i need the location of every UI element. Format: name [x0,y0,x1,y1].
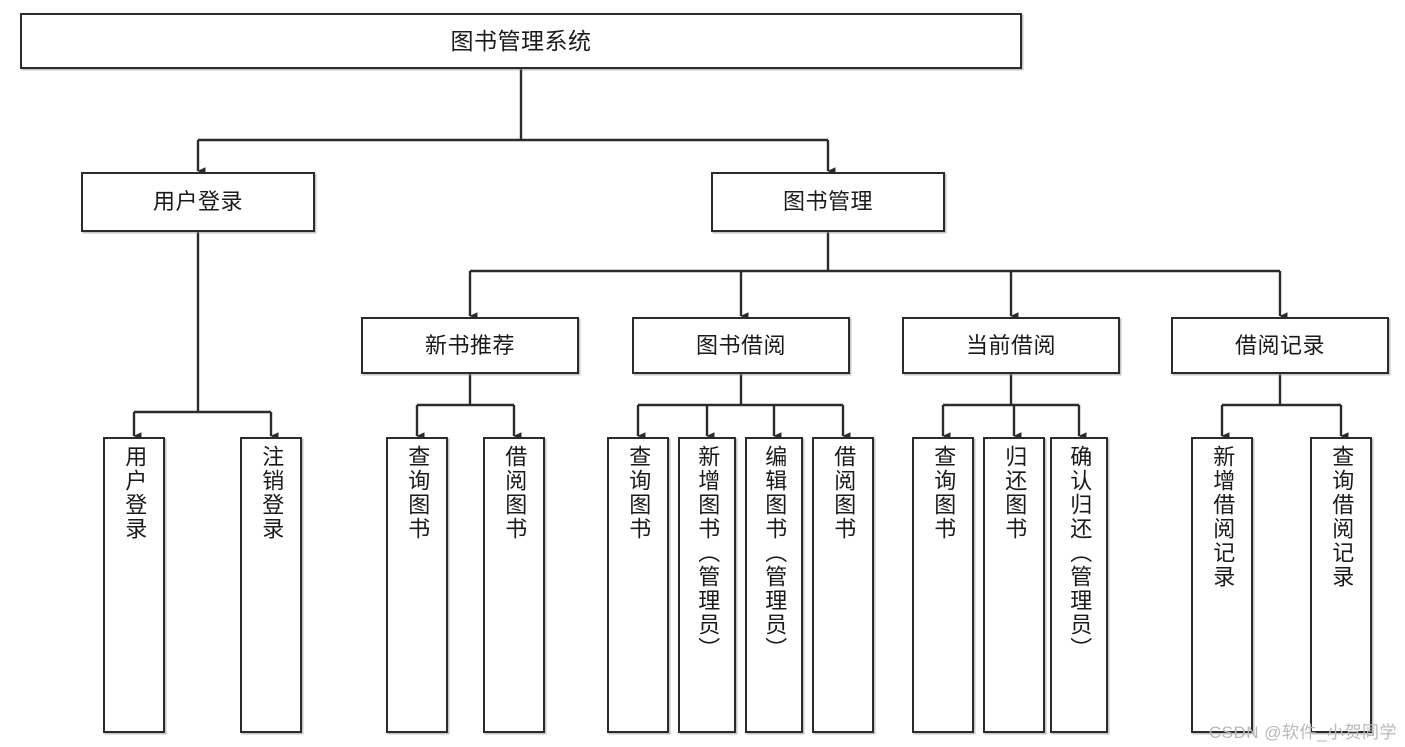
node-book-management[interactable]: 图书管理 [711,172,945,232]
leaf-query-book-borrow[interactable]: 查询图书 [607,437,669,733]
leaf-logout[interactable]: 注销登录 [240,437,302,733]
node-label: 归还图书 [1002,445,1028,541]
node-root[interactable]: 图书管理系统 [20,13,1022,69]
leaf-edit-book-admin[interactable]: 编辑图书（管理员） [745,437,803,733]
watermark-text: CSDN @软件_小贺同学 [1208,723,1397,742]
node-label: 用户登录 [122,445,148,541]
node-label: 新增图书（管理员） [695,445,721,661]
node-label: 查询借阅记录 [1329,445,1355,589]
leaf-user-login[interactable]: 用户登录 [103,437,165,733]
node-user-login[interactable]: 用户登录 [81,172,315,232]
node-label: 借阅图书 [502,445,528,541]
node-label: 查询图书 [931,445,957,541]
node-new-book-recommend[interactable]: 新书推荐 [361,317,579,374]
node-label: 查询图书 [626,445,652,541]
leaf-add-book-admin[interactable]: 新增图书（管理员） [678,437,736,733]
edge-group [132,69,1349,440]
node-label: 图书借阅 [695,332,786,358]
node-label: 借阅图书 [831,445,857,541]
node-label: 用户登录 [152,189,243,215]
node-current-borrow[interactable]: 当前借阅 [902,317,1120,374]
node-book-borrow[interactable]: 图书借阅 [632,317,850,374]
leaf-borrow-book[interactable]: 借阅图书 [812,437,874,733]
node-label: 新书推荐 [424,332,515,358]
leaf-query-borrow-record[interactable]: 查询借阅记录 [1310,437,1372,733]
node-label: 当前借阅 [965,332,1056,358]
leaf-query-book-recommend[interactable]: 查询图书 [386,437,448,733]
leaf-borrow-book-recommend[interactable]: 借阅图书 [483,437,545,733]
node-label: 确认归还（管理员） [1067,445,1093,661]
leaf-return-book[interactable]: 归还图书 [983,437,1045,733]
node-label: 注销登录 [259,445,285,541]
leaf-confirm-return-admin[interactable]: 确认归还（管理员） [1050,437,1108,733]
node-label: 图书管理系统 [450,27,592,54]
node-borrow-record[interactable]: 借阅记录 [1171,317,1389,374]
node-label: 编辑图书（管理员） [762,445,788,661]
node-label: 图书管理 [782,189,873,215]
node-label: 查询图书 [405,445,431,541]
node-label: 借阅记录 [1234,332,1325,358]
leaf-add-borrow-record[interactable]: 新增借阅记录 [1191,437,1253,733]
leaf-query-book-current[interactable]: 查询图书 [912,437,974,733]
node-label: 新增借阅记录 [1210,445,1236,589]
